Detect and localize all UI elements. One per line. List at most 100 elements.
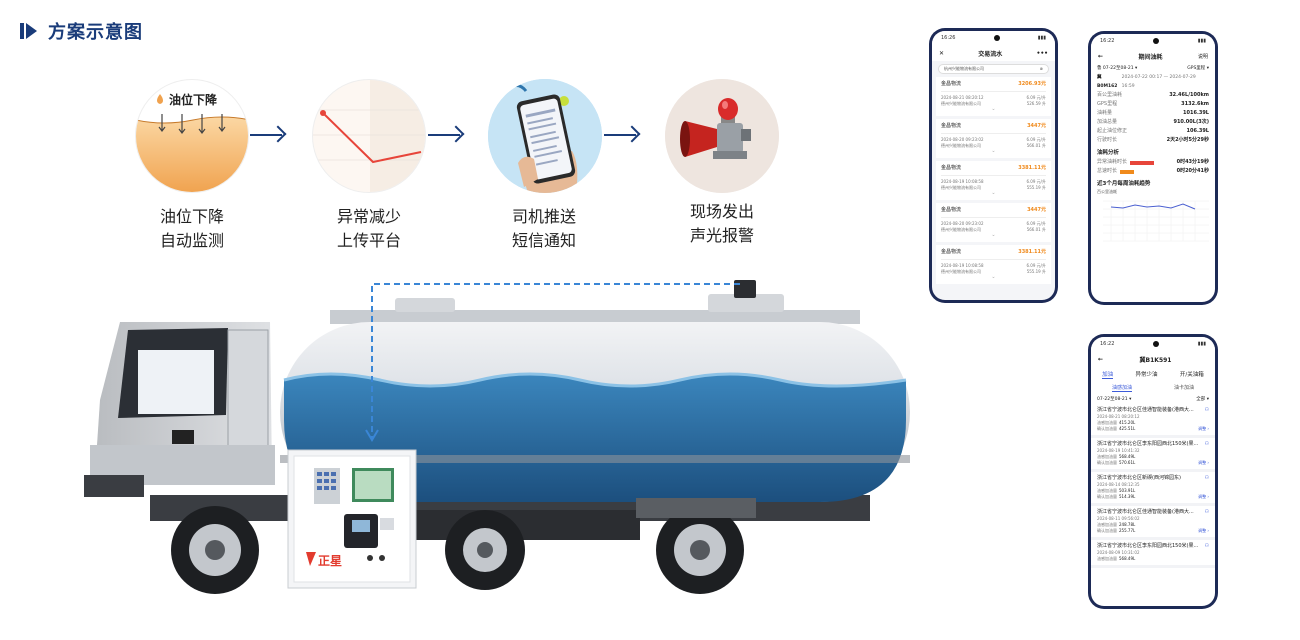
- analysis-title: 油耗分析: [1097, 150, 1120, 156]
- status-time: 16:26: [941, 35, 956, 41]
- chevron-down-icon[interactable]: ⌄: [991, 190, 996, 196]
- phone2-filter-row[interactable]: 鲁 07-22至08-21 ▾GPS里程 ▾: [1097, 66, 1209, 71]
- refuel-time: 2024-08-14 08:12:35: [1097, 482, 1140, 487]
- chevron-down-icon[interactable]: ⌄: [991, 274, 996, 280]
- transaction-date: 2024-08-20 09:23:02: [941, 221, 984, 226]
- more-icon[interactable]: •••: [1036, 49, 1048, 57]
- page-title: 方案示意图: [48, 22, 143, 43]
- step-oil-level-image: 油位下降: [135, 79, 249, 193]
- transaction-volume: 555.19 升: [1026, 269, 1046, 274]
- tab-refuel[interactable]: 加油: [1102, 372, 1114, 379]
- sensor-volume-value: 568.49L: [1119, 454, 1136, 459]
- stat-label: 油耗量: [1097, 110, 1113, 116]
- stat-value: 910.00L(3次): [1173, 119, 1209, 125]
- user-icon: ⚇: [1204, 509, 1209, 515]
- adjust-link[interactable]: 调整 ›: [1198, 460, 1209, 465]
- phone2-title: 期间油耗: [1138, 53, 1163, 61]
- back-icon[interactable]: ←: [1098, 355, 1104, 363]
- help-link[interactable]: 说明: [1197, 53, 1208, 60]
- refuel-record[interactable]: 浙江省宁波市北仑区佳通智能装备(港西大...⚇2024-08-11 09:56:…: [1091, 506, 1215, 540]
- refuel-record[interactable]: 浙江省宁波市北仑区佳通智能装备(港西大...⚇2024-08-21 08:20:…: [1091, 404, 1215, 438]
- sensor-volume-label: 油感加油量: [1097, 420, 1117, 425]
- confirmed-volume-label: 确认加油量: [1097, 460, 1117, 465]
- sensor-volume-value: 415.20L: [1119, 420, 1136, 425]
- subtab-sensor[interactable]: 油感加油: [1111, 385, 1132, 392]
- divider: [941, 175, 1046, 176]
- close-icon[interactable]: ✕: [939, 49, 945, 57]
- status-bar: 16:22 ▮▮▮: [1091, 34, 1215, 48]
- clear-icon: ⊗: [1039, 66, 1043, 71]
- trend-caption: 百公里油耗: [1097, 189, 1117, 194]
- tab-abnormal[interactable]: 异常少油: [1135, 372, 1158, 378]
- transaction-station-row: 德州兴能物流有限公司 555.19 升: [941, 269, 1046, 275]
- wheel: [171, 506, 259, 594]
- refuel-record[interactable]: 浙江省宁波市北仑区李东阳园西北150米(果...⚇2024-08-09 10:3…: [1091, 540, 1215, 568]
- transaction-station: 德州兴能物流有限公司: [941, 269, 981, 274]
- refuel-record[interactable]: 浙江省宁波市北仑区李东阳园西北150米(果...⚇2024-08-19 10:4…: [1091, 438, 1215, 472]
- transaction-price: 6.09 元/升: [1026, 221, 1046, 226]
- analysis-label-group: 怠速时长: [1097, 167, 1135, 176]
- stat-value: 106.39L: [1186, 128, 1209, 134]
- company-search-input[interactable]: 杭州兴能物流有限公司⊗: [938, 64, 1049, 74]
- step-phone-notify-image: [488, 79, 602, 193]
- transaction-price: 6.09 元/升: [1026, 137, 1046, 142]
- sensor-volume-label: 油感加油量: [1097, 556, 1117, 561]
- adjust-link[interactable]: 调整 ›: [1198, 528, 1209, 533]
- sensor-volume-value: 248.78L: [1119, 522, 1136, 527]
- refuel-place: 浙江省宁波市北仑区李东阳园西北150米(果...: [1097, 543, 1199, 549]
- back-icon[interactable]: ←: [1098, 52, 1104, 60]
- transaction-volume: 555.19 升: [1026, 185, 1046, 190]
- chevron-down-icon[interactable]: ⌄: [991, 148, 996, 154]
- confirmed-volume-value: 570.61L: [1119, 460, 1136, 465]
- tab-tank-open[interactable]: 开/关油箱: [1179, 372, 1204, 378]
- transaction-station: 德州兴能物流有限公司: [941, 143, 981, 148]
- transaction-date: 2024-08-21 08:20:12: [941, 95, 984, 100]
- status-bar: 16:22 ▮▮▮: [1091, 337, 1215, 351]
- adjust-link[interactable]: 调整 ›: [1198, 494, 1209, 499]
- transaction-price: 6.09 元/升: [1026, 179, 1046, 184]
- flow-arrow-2: [428, 125, 465, 145]
- transaction-price: 6.09 元/升: [1026, 95, 1046, 100]
- phone3-filter-row[interactable]: 07-22至08-21 ▾全部 ▾: [1097, 397, 1209, 402]
- page-header: 方案示意图: [20, 18, 143, 44]
- refuel-place-row: 浙江省宁波市北仑区佳通智能装备(港西大...⚇: [1097, 407, 1209, 414]
- transaction-company: 金昌物流: [941, 207, 962, 213]
- divider: [941, 91, 1046, 92]
- confirmed-volume-value: 255.77L: [1119, 528, 1136, 533]
- transaction-date-row: 2024-08-21 08:20:12 6.09 元/升: [941, 95, 1046, 101]
- adjust-link[interactable]: 调整 ›: [1198, 426, 1209, 431]
- chevron-down-icon[interactable]: ⌄: [991, 106, 996, 112]
- chevron-down-icon[interactable]: ⌄: [991, 232, 996, 238]
- trend-chart: [1103, 200, 1209, 242]
- subtab-card[interactable]: 油卡加油: [1173, 385, 1194, 391]
- transaction-volume: 526.59 升: [1026, 101, 1046, 106]
- camera-icon: [993, 35, 1000, 41]
- divider: [941, 217, 1046, 218]
- refuel-place-row: 浙江省宁波市北仑区新碶(西河锦园东)⚇: [1097, 475, 1209, 482]
